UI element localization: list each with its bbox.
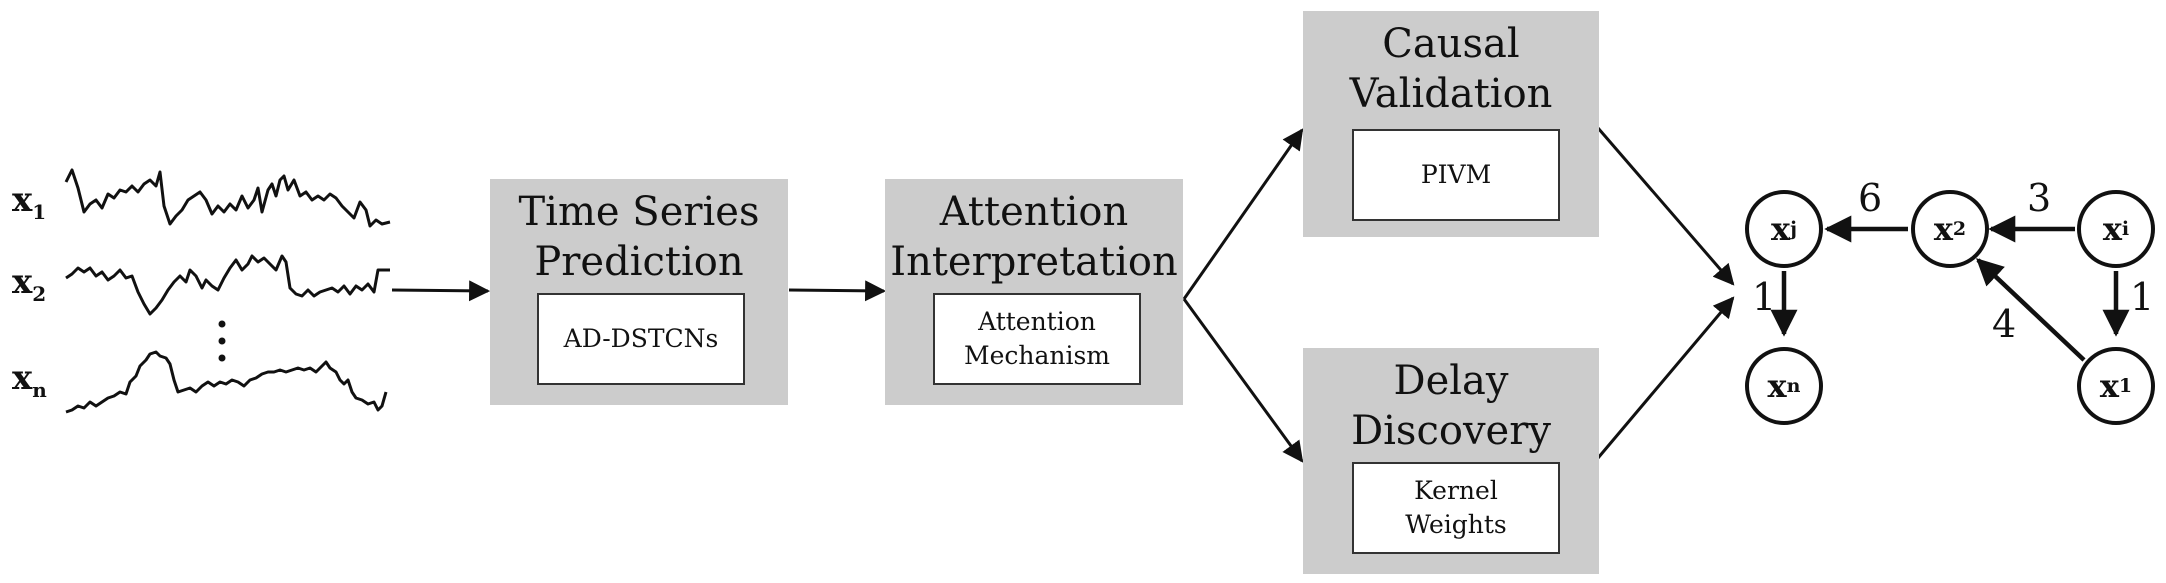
attention-stage: Attention Interpretation Attention Mecha… <box>885 179 1183 405</box>
edge-x1-x2 <box>1976 258 2086 362</box>
weight-xj-xn: 1 <box>1752 275 1777 319</box>
arrow-delay-to-graph <box>1596 296 1735 459</box>
prediction-title: Time Series Prediction <box>518 189 760 285</box>
weight-x1-x2: 4 <box>1992 302 2017 346</box>
arrow-validation-to-graph <box>1596 127 1735 286</box>
arrow-series-to-prediction <box>391 280 491 302</box>
prediction-stage: Time Series Prediction AD-DSTCNs <box>490 179 788 405</box>
arrow-prediction-to-attention <box>788 280 887 302</box>
series-label-2: x2 <box>12 262 47 306</box>
signal-x1 <box>64 168 391 228</box>
time-series-signals <box>64 168 391 414</box>
arrow-attention-to-validation <box>1182 128 1304 300</box>
delay-module: Kernel Weights <box>1352 462 1560 554</box>
series-label-n: xn <box>12 358 47 402</box>
dot-2 <box>218 337 226 345</box>
attention-title: Attention Interpretation <box>890 189 1178 285</box>
signal-x2 <box>65 254 390 316</box>
arrow-attention-to-delay <box>1182 298 1304 463</box>
weight-xi-x2: 3 <box>2027 176 2052 220</box>
signal-xn <box>65 350 388 414</box>
series-label-1: x1 <box>12 180 47 224</box>
dot-1 <box>218 320 226 328</box>
validation-stage: Causal Validation PIVM <box>1303 11 1599 237</box>
graph-edges <box>1770 215 2130 362</box>
delay-title: Delay Discovery <box>1351 358 1551 454</box>
attention-module: Attention Mechanism <box>933 293 1141 385</box>
weight-xi-x1: 1 <box>2130 275 2155 319</box>
validation-module: PIVM <box>1352 129 1560 221</box>
validation-title: Causal Validation <box>1349 21 1553 117</box>
dot-3 <box>218 354 226 362</box>
weight-x2-xj: 6 <box>1858 176 1883 220</box>
delay-stage: Delay Discovery Kernel Weights <box>1303 348 1599 574</box>
prediction-module: AD-DSTCNs <box>537 293 745 385</box>
